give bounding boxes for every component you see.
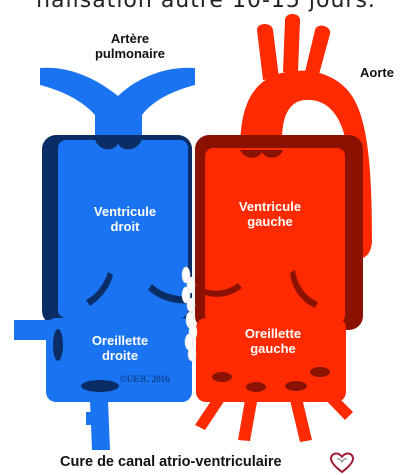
label-ventricule-gauche: Ventricule gauche <box>215 200 325 230</box>
pulmonary-vein-2 <box>238 400 257 441</box>
pulmonary-vein-opening-1 <box>212 372 232 382</box>
heart-logo-icon <box>330 452 354 474</box>
left-ventricle <box>205 148 345 323</box>
label-artere-pulmonaire: Artère pulmonaire <box>70 32 190 62</box>
pulmonary-vein-opening-3 <box>285 381 307 391</box>
pulmonary-vein-3 <box>290 398 312 442</box>
aorta-branch-2 <box>283 14 300 72</box>
sinus-opening <box>53 329 63 361</box>
label-oreillette-droite: Oreillette droite <box>70 334 170 364</box>
figure-caption: Cure de canal atrio-ventriculaire <box>60 454 282 470</box>
pulmonary-vein-opening-2 <box>246 382 266 392</box>
aorta-branch-1 <box>257 24 279 80</box>
label-oreillette-gauche: Oreillette gauche <box>218 327 328 357</box>
label-aorte: Aorte <box>360 66 412 81</box>
inferior-vena-cava <box>90 400 110 450</box>
vena-cava-opening <box>81 380 119 392</box>
superior-vena-cava <box>14 320 50 340</box>
copyright-label: ©UE3C 2016 <box>120 374 170 384</box>
pulmonary-vein-opening-4 <box>310 367 330 377</box>
aorta-branch-3 <box>305 26 330 78</box>
ivc-branch <box>86 412 92 425</box>
label-ventricule-droit: Ventricule droit <box>70 205 180 235</box>
